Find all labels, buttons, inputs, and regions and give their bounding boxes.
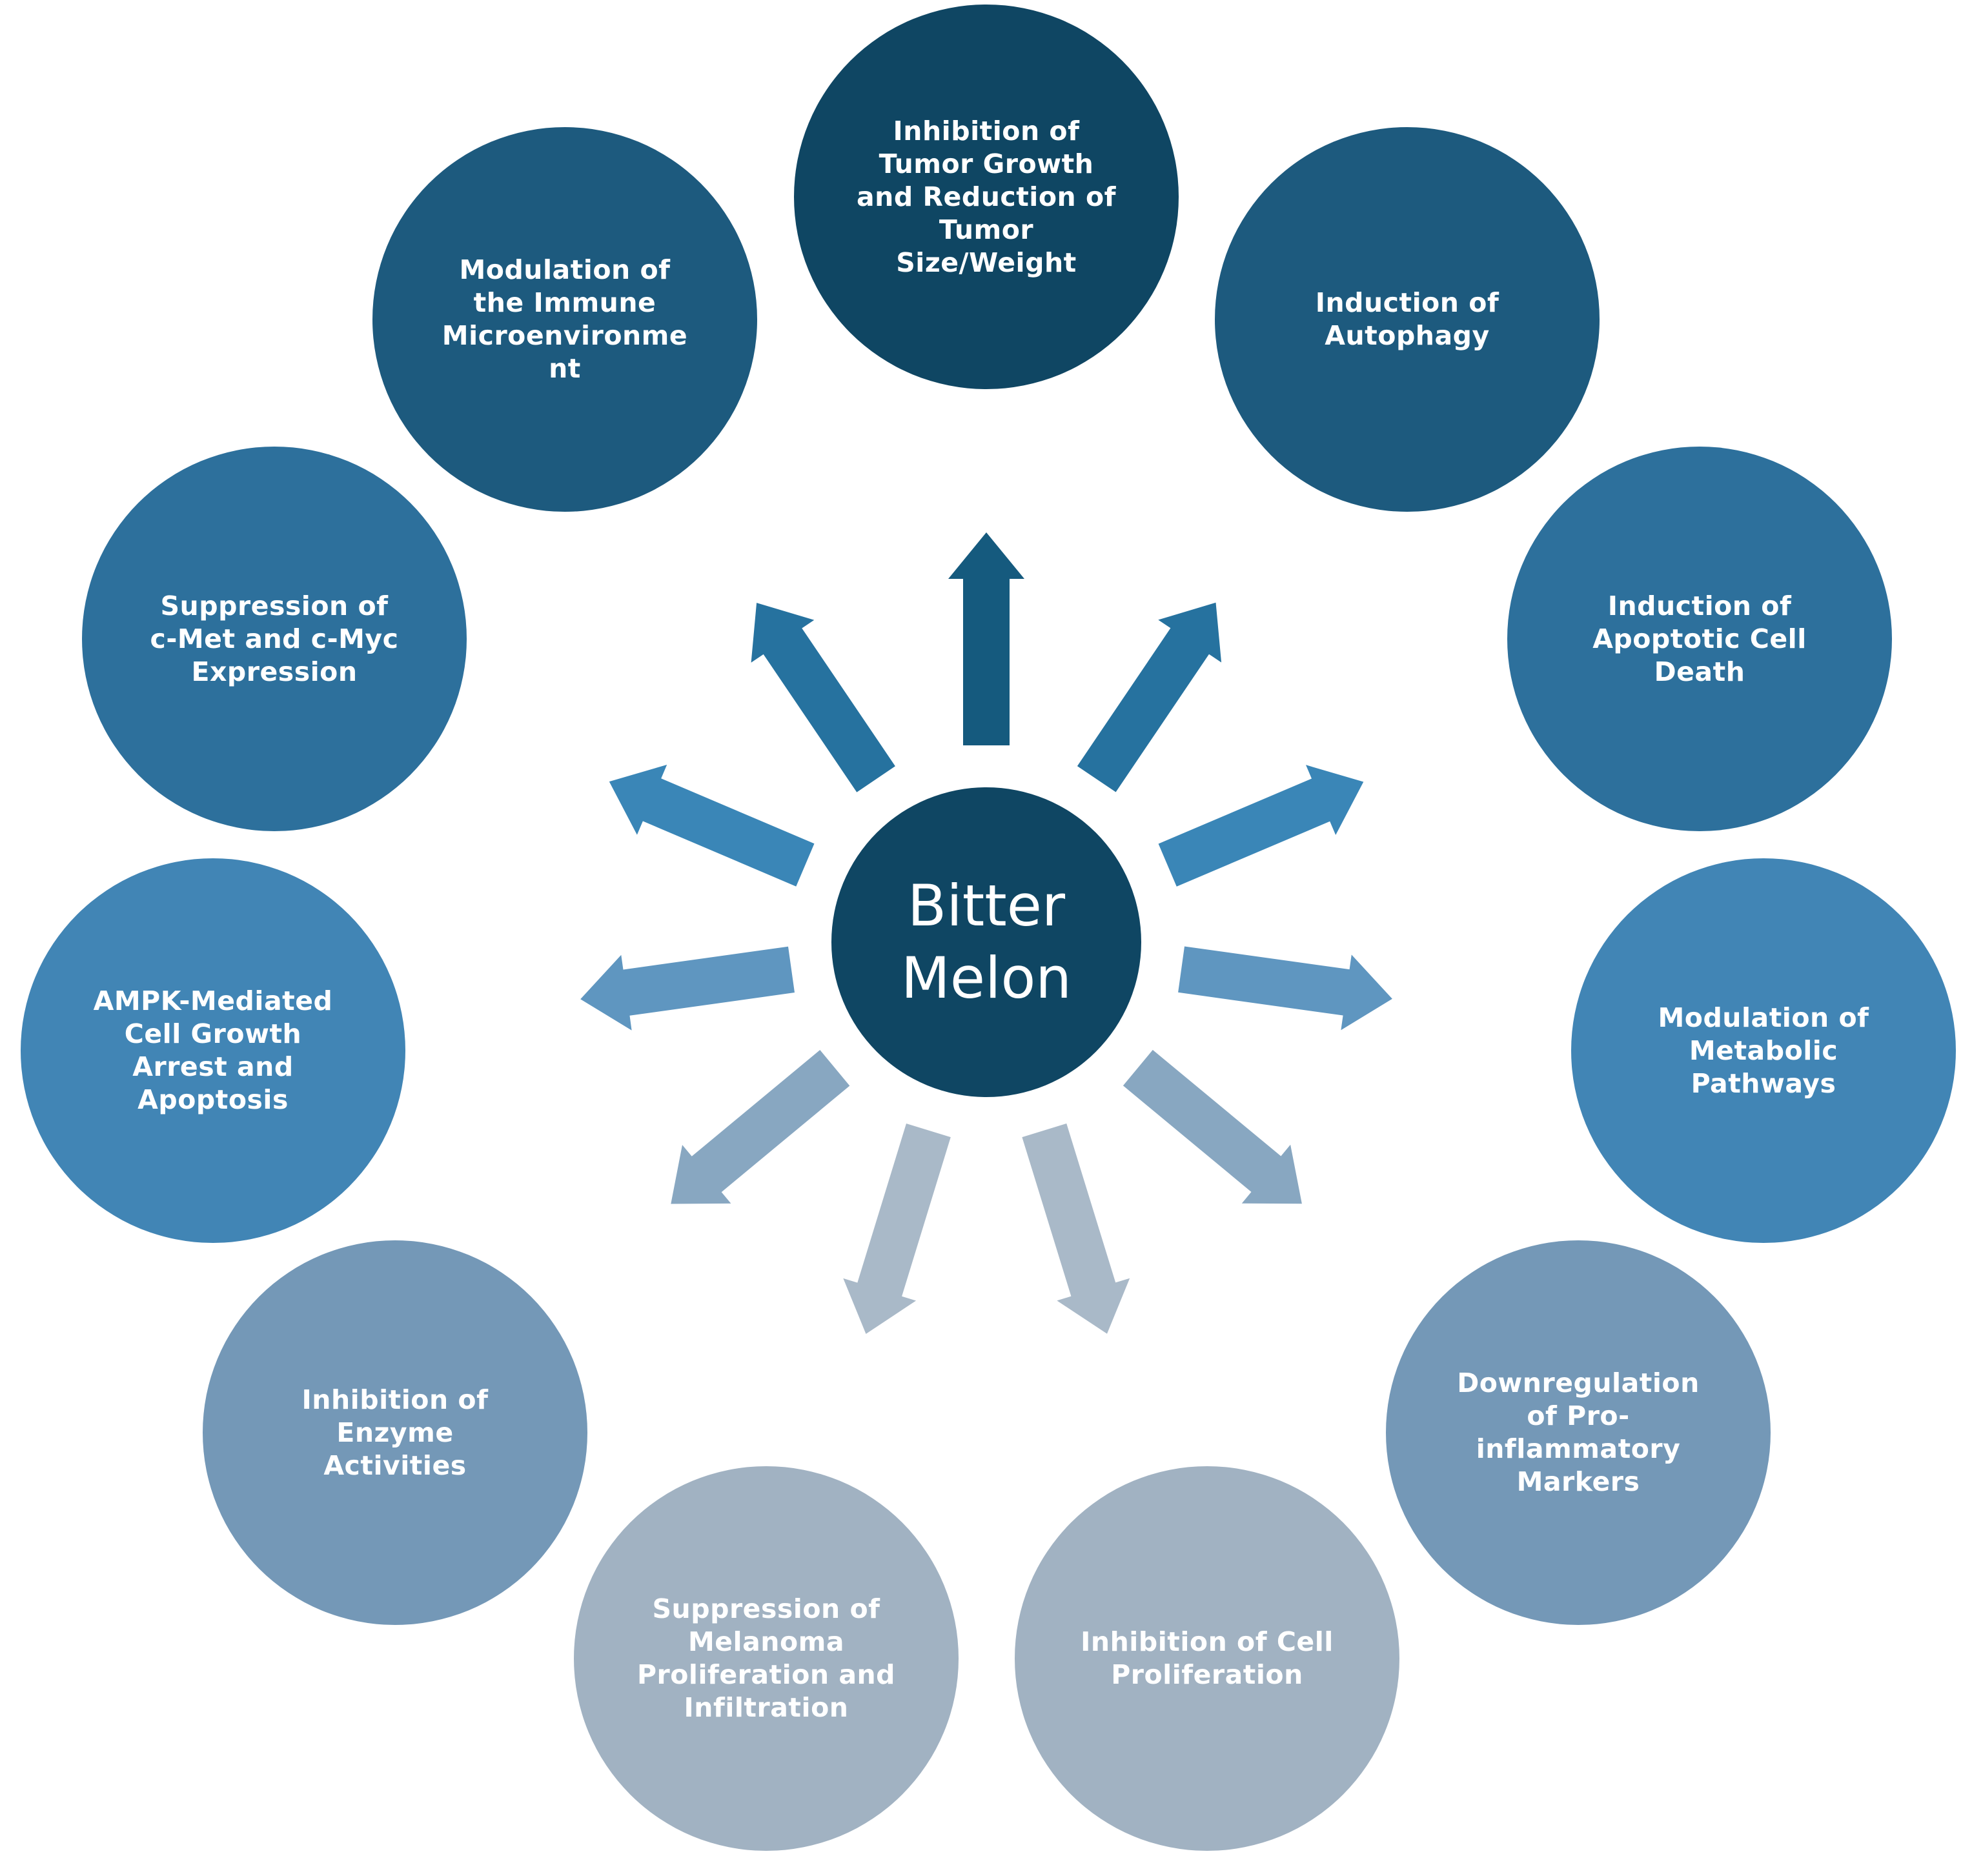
node-tumor-growth-inhibition: Inhibition of Tumor Growth and Reduction… [794, 5, 1179, 389]
node-apoptotic-cell-death: Induction of Apoptotic Cell Death [1507, 447, 1892, 831]
node-label: Inhibition of Tumor Growth and Reduction… [857, 115, 1116, 278]
node-label: Induction of Autophagy [1315, 287, 1499, 351]
node-label: Modulation of the Immune Microenvironmen… [442, 254, 688, 384]
center-node: Bitter Melon [831, 787, 1141, 1097]
node-label: AMPK-Mediated Cell Growth Arrest and Apo… [93, 985, 333, 1115]
arrow-5 [1022, 1123, 1130, 1334]
node-melanoma-suppression: Suppression of Melanoma Proliferation an… [574, 1466, 959, 1851]
node-label: Induction of Apoptotic Cell Death [1592, 590, 1807, 687]
arrow-0 [948, 532, 1024, 745]
arrow-8 [580, 946, 795, 1031]
node-metabolic-pathways: Modulation of Metabolic Pathways [1571, 858, 1956, 1243]
arrow-4 [1123, 1049, 1302, 1204]
arrow-7 [671, 1050, 850, 1204]
node-cell-proliferation: Inhibition of Cell Proliferation [1015, 1466, 1399, 1851]
node-ampk-mediated-arrest: AMPK-Mediated Cell Growth Arrest and Apo… [21, 858, 405, 1243]
node-label: Suppression of c-Met and c-Myc Expressio… [150, 590, 399, 687]
node-enzyme-activities: Inhibition of Enzyme Activities [203, 1240, 587, 1625]
arrow-6 [843, 1124, 951, 1334]
node-label: Inhibition of Cell Proliferation [1081, 1626, 1334, 1690]
node-label: Modulation of Metabolic Pathways [1658, 1002, 1869, 1099]
node-label: Inhibition of Enzyme Activities [301, 1384, 489, 1481]
arrow-1 [1077, 602, 1222, 792]
node-autophagy-induction: Induction of Autophagy [1215, 127, 1600, 512]
arrow-3 [1178, 946, 1392, 1031]
node-immune-microenvironment: Modulation of the Immune Microenvironmen… [372, 127, 757, 512]
node-label: Downregulation of Pro-inflammatory Marke… [1457, 1367, 1700, 1497]
arrow-9 [609, 765, 815, 887]
center-label: Bitter Melon [900, 872, 1072, 1011]
arrow-10 [751, 603, 895, 792]
arrow-2 [1158, 765, 1364, 887]
node-pro-inflammatory-markers: Downregulation of Pro-inflammatory Marke… [1386, 1240, 1771, 1625]
node-cmet-cmyc-suppression: Suppression of c-Met and c-Myc Expressio… [82, 447, 467, 831]
node-label: Suppression of Melanoma Proliferation an… [636, 1593, 896, 1723]
